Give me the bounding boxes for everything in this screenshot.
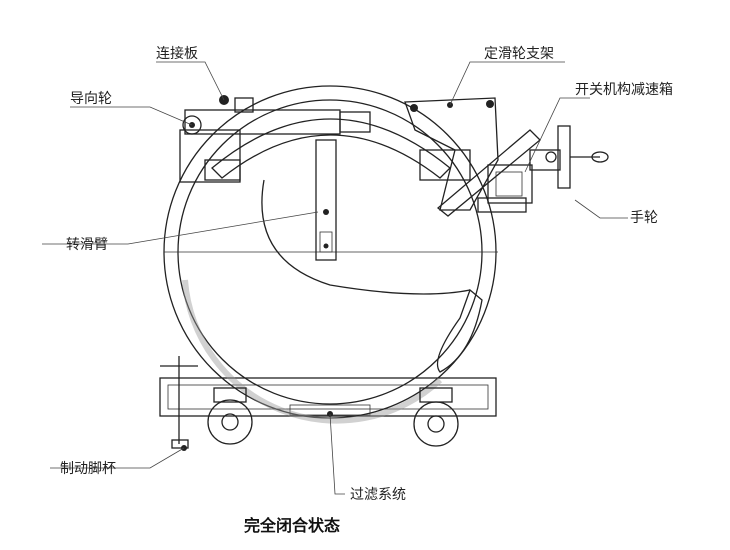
label-switch-reducer: 开关机构减速箱 xyxy=(575,82,673,98)
label-handwheel: 手轮 xyxy=(630,210,658,226)
brake-foot-cup xyxy=(160,356,198,451)
fixed-pulley-bracket xyxy=(404,97,499,211)
leader-lines xyxy=(42,61,628,495)
inner-shell xyxy=(211,118,483,373)
page-title: 完全闭合状态 xyxy=(244,516,340,535)
label-filter-system: 过滤系统 xyxy=(350,487,406,503)
label-fixed-pulley-bracket: 定滑轮支架 xyxy=(484,45,554,62)
label-rotating-slide-arm: 转滑臂 xyxy=(66,236,108,253)
caster-right xyxy=(413,387,459,447)
label-brake-foot-cup: 制动脚杯 xyxy=(60,461,116,477)
label-connecting-plate: 连接板 xyxy=(156,45,198,62)
drum xyxy=(163,85,498,424)
top-bracket xyxy=(179,95,471,183)
label-guide-wheel: 导向轮 xyxy=(70,91,112,107)
base-frame xyxy=(159,377,497,417)
gearbox xyxy=(477,149,561,213)
handwheel xyxy=(545,125,609,189)
caster-left xyxy=(207,387,253,445)
